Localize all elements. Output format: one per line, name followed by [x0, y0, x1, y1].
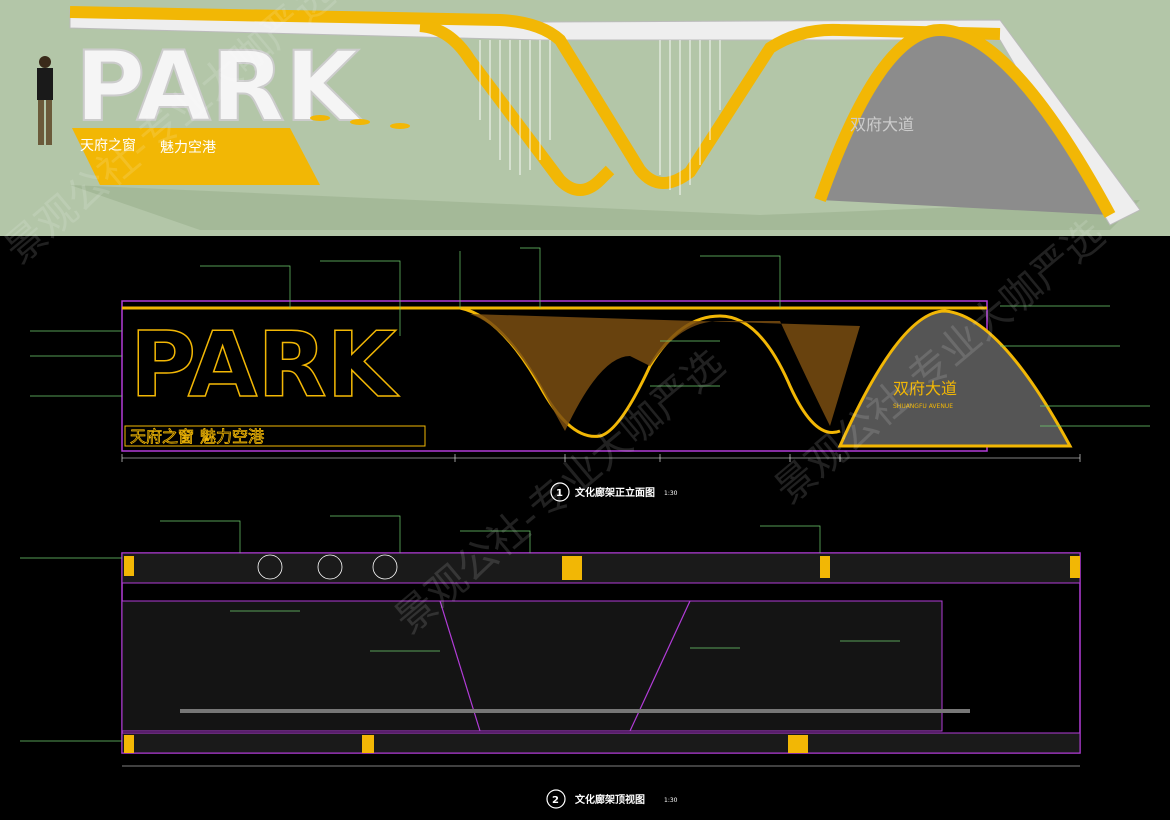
- elevation-leaders: [30, 247, 1150, 427]
- slogan-right: 魅力空港: [160, 140, 216, 156]
- elevation-panel-subtext: SHUANGFU AVENUE: [893, 403, 953, 410]
- pergola-3d-render: PARK 天府之窗 魅力空港 双府大道: [0, 0, 1170, 236]
- render-svg: PARK 天府之窗 魅力空港 双府大道: [0, 0, 1170, 236]
- plan-number: 2: [552, 795, 559, 806]
- elevation-title: 1 文化廊架正立面图 1:30: [550, 482, 678, 502]
- plan-leaders: [20, 515, 900, 742]
- elevation-slogan-left: 天府之窗: [130, 427, 194, 446]
- elevation-panel: [837, 309, 1073, 448]
- human-figure: [37, 56, 53, 145]
- plan-title-text: 文化廊架顶视图: [575, 793, 645, 806]
- plan-posts: [124, 556, 1080, 753]
- elevation-park: PARK: [130, 313, 400, 418]
- cad-drawing: 双府大道 SHUANGFU AVENUE PARK 天府之窗 魅力空港: [0, 236, 1170, 816]
- timber-rods: [470, 314, 860, 431]
- plan-title: 2 文化廊架顶视图 1:30: [546, 789, 678, 809]
- elevation-slogan-right: 魅力空港: [200, 427, 264, 446]
- cad-svg: 双府大道 SHUANGFU AVENUE PARK 天府之窗 魅力空港: [20, 247, 1150, 809]
- panel-text: 双府大道: [850, 115, 914, 134]
- plan-stools: [257, 554, 398, 580]
- elevation-number: 1: [556, 488, 563, 499]
- elevation-panel-text: 双府大道: [893, 379, 957, 398]
- plan-scale: 1:30: [664, 797, 678, 804]
- perforated-panel: [820, 30, 1110, 215]
- park-letters: PARK: [75, 31, 363, 143]
- elevation-title-text: 文化廊架正立面图: [575, 486, 655, 499]
- gold-frame: [69, 6, 1001, 189]
- elevation-scale: 1:30: [664, 490, 678, 497]
- hanging-rods: [479, 40, 721, 195]
- slogan-left: 天府之窗: [80, 137, 136, 154]
- top-plan: 2 文化廊架顶视图 1:30: [20, 515, 1081, 809]
- slogan-base: [72, 128, 320, 185]
- front-elevation: 双府大道 SHUANGFU AVENUE PARK 天府之窗 魅力空港: [30, 247, 1150, 502]
